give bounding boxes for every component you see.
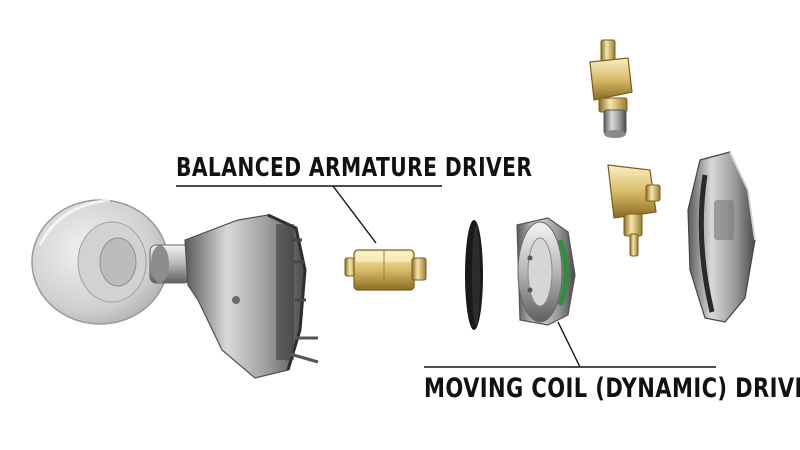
ba-callout-leader (176, 185, 442, 244)
balanced-armature-label: BALANCED ARMATURE DRIVER (176, 153, 533, 183)
dynamic-driver-icon (516, 217, 576, 326)
connector-pin-icon (607, 164, 661, 257)
silicone-ear-tip-icon (31, 198, 169, 325)
mmcx-connector-icon (589, 39, 633, 138)
iem-front-shell-icon (149, 213, 319, 379)
moving-coil-label: MOVING COIL (DYNAMIC) DRIVER (424, 373, 800, 404)
foam-gasket-icon (465, 220, 483, 330)
iem-rear-shell-icon (687, 151, 756, 323)
mc-callout-leader (424, 321, 716, 368)
balanced-armature-driver-icon (344, 249, 427, 291)
